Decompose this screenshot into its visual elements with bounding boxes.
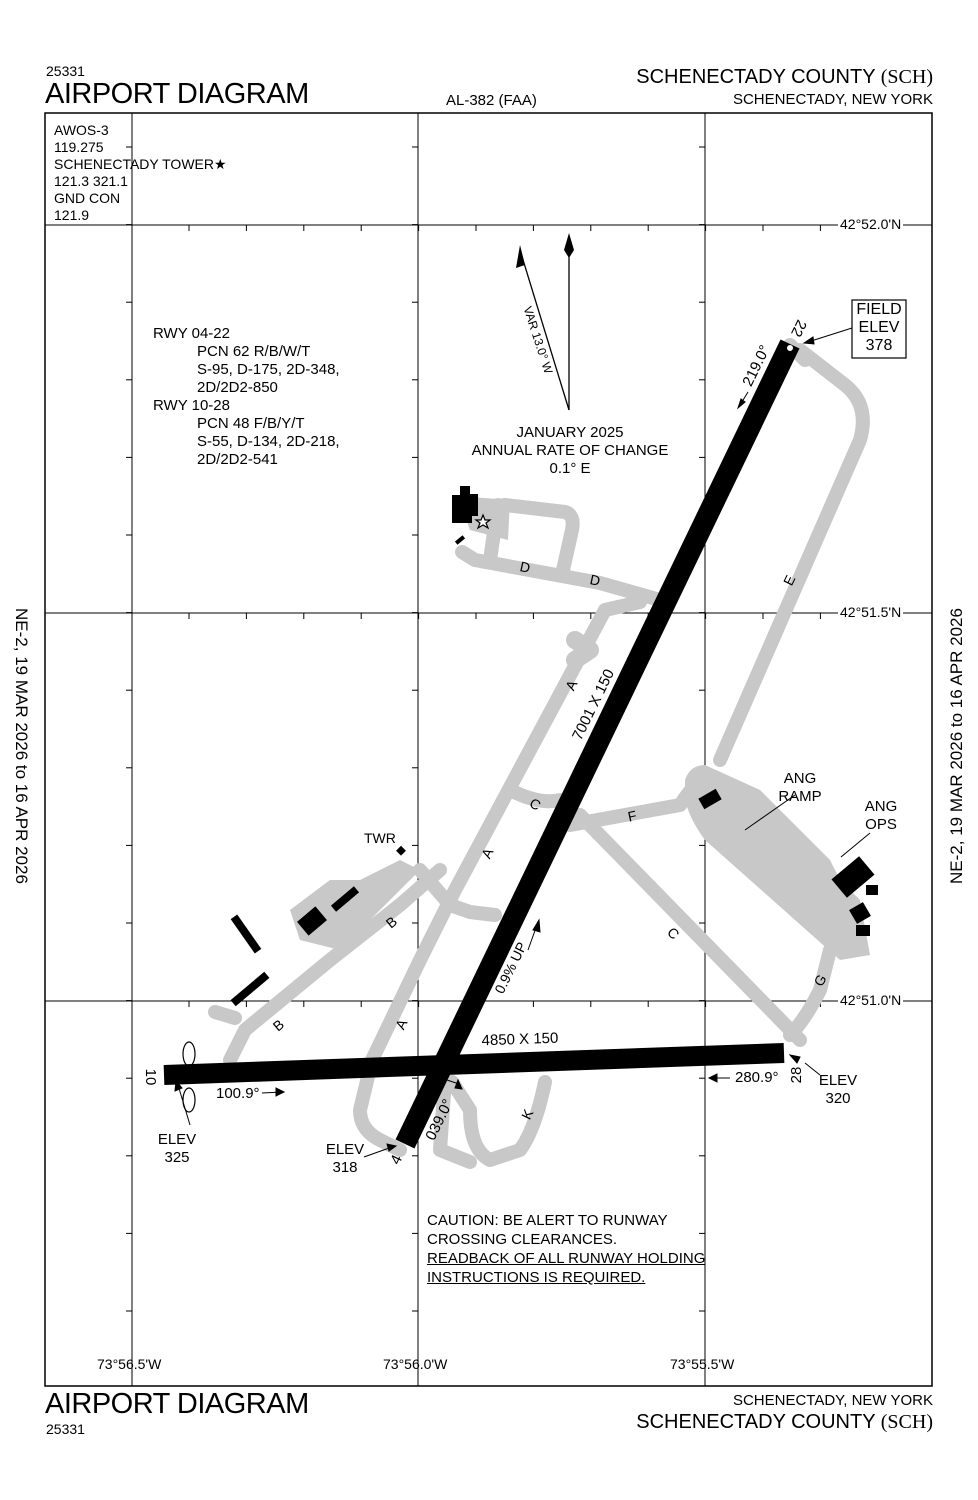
map-frame (44, 112, 933, 1387)
grid-ticks (126, 146, 879, 1312)
procedure-number-bottom: 25331 (46, 1421, 85, 1437)
field-elev-box (851, 299, 907, 359)
ang-ramp-line1: ANG (783, 770, 817, 787)
hdg-100: 100.9° (216, 1085, 260, 1102)
rwy-04-22-weights2: 2D/2D2-850 (197, 379, 278, 396)
airport-id: (SCH) (880, 66, 933, 88)
ground-freq: 121.9 (54, 207, 90, 223)
caution-line1: CAUTION: BE ALERT TO RUNWAY (427, 1212, 668, 1229)
magvar-date: JANUARY 2025 (516, 424, 624, 441)
lat-label-3: 42°51.0'N (838, 992, 904, 1009)
ground-label: GND CON (54, 190, 121, 206)
airport-id: (SCH) (880, 1411, 933, 1433)
elev-rwy-10: ELEV 325 (158, 1131, 196, 1167)
caution-note: CAUTION: BE ALERT TO RUNWAY CROSSING CLE… (427, 1211, 705, 1287)
elev-rwy-04: ELEV 318 (326, 1141, 364, 1177)
ang-ops-line2: OPS (865, 816, 897, 833)
lat-label-1: 42°52.0'N (838, 216, 904, 233)
location-bottom: SCHENECTADY, NEW YORK (732, 1392, 933, 1409)
comms-block: AWOS-3 119.275 SCHENECTADY TOWER★ 121.3 … (54, 122, 227, 224)
awos-freq: 119.275 (54, 139, 104, 155)
ang-ramp (685, 765, 870, 960)
runway-10-lighting-symbol (182, 1041, 196, 1113)
runway-04-22 (395, 339, 800, 1149)
runway-22-threshold-light (787, 345, 793, 351)
field-elev: FIELD ELEV 378 (856, 301, 901, 355)
taxiway-b-path (223, 863, 447, 1067)
procedure-number-top: 25331 (46, 63, 85, 79)
tower-freq: 121.3 321.1 (54, 173, 128, 189)
rwy-28-number: 28 (788, 1066, 805, 1084)
al-number: AL-382 (FAA) (446, 92, 537, 109)
runway-10-28 (163, 1043, 785, 1085)
elev-value: 318 (332, 1159, 358, 1176)
lat-lon-grid (45, 113, 932, 1386)
taxiway-k-path (445, 1075, 552, 1167)
buildings (230, 486, 878, 1007)
runway-data-block: RWY 04-22 PCN 62 R/B/W/T S-95, D-175, 2D… (153, 325, 340, 469)
chart-title-bottom: AIRPORT DIAGRAM (45, 1388, 309, 1420)
location-top: SCHENECTADY, NEW YORK (732, 91, 933, 108)
field-elev-label: FIELD (856, 301, 902, 318)
rwy-10-number: 10 (142, 1068, 159, 1086)
tower-label: SCHENECTADY TOWER★ (54, 156, 227, 172)
airport-name-text: SCHENECTADY COUNTY (636, 66, 876, 88)
elev-label: ELEV (818, 1072, 858, 1089)
magvar-rate: 0.1° E (549, 460, 591, 477)
magvar-block: JANUARY 2025 ANNUAL RATE OF CHANGE 0.1° … (472, 424, 669, 478)
rwy-10-28-dims: 4850 X 150 (481, 1029, 559, 1050)
rwy-04-22-label: RWY 04-22 (153, 325, 230, 342)
caution-line2: CROSSING CLEARANCES. (427, 1231, 618, 1248)
caution-line4: INSTRUCTIONS IS REQUIRED. (427, 1269, 646, 1286)
west-ramp (290, 860, 420, 950)
rwy-04-22-weights: S-95, D-175, 2D-348, (197, 361, 340, 378)
tower-star-icon: ★ (214, 156, 227, 172)
tower-star-icon (474, 513, 492, 530)
rwy-10-28-pcn: PCN 48 F/B/Y/T (197, 415, 305, 432)
taxiway-a-path (353, 595, 647, 1157)
taxiway-e-path (713, 343, 870, 767)
field-elev-value: 378 (865, 337, 893, 354)
rwy-10-28-weights2: 2D/2D2-541 (197, 451, 278, 468)
taxiway-c-path (573, 808, 807, 1047)
awos-label: AWOS-3 (54, 122, 109, 138)
elev-label: ELEV (325, 1141, 365, 1158)
ang-ops-line1: ANG (864, 798, 898, 815)
lon-label-1: 73°56.5'W (97, 1356, 162, 1372)
lon-label-2: 73°56.0'W (383, 1356, 448, 1372)
rwy-04-22-pcn: PCN 62 R/B/W/T (197, 343, 311, 360)
elev-label: ELEV (157, 1131, 197, 1148)
chart-title-top: AIRPORT DIAGRAM (45, 78, 309, 110)
rwy-10-28-weights: S-55, D-134, 2D-218, (197, 433, 340, 450)
lat-label-2: 42°51.5'N (838, 604, 904, 621)
elev-value: 320 (825, 1090, 851, 1107)
ang-ramp-line2: RAMP (778, 788, 822, 805)
magnetic-variation-arrows (516, 233, 574, 411)
hdg-280: 280.9° (735, 1069, 779, 1086)
rwy-10-28-label: RWY 10-28 (153, 397, 230, 414)
caution-line3: READBACK OF ALL RUNWAY HOLDING (427, 1250, 706, 1267)
elev-value: 325 (164, 1149, 190, 1166)
ang-ramp-label: ANG RAMP (778, 770, 821, 806)
ang-ops-label: ANG OPS (865, 798, 898, 834)
taxiway-d-path (455, 545, 667, 607)
lon-label-3: 73°55.5'W (670, 1356, 735, 1372)
airport-name-text: SCHENECTADY COUNTY (636, 1411, 876, 1433)
airport-name-bottom: SCHENECTADY COUNTY (SCH) (636, 1411, 933, 1434)
taxiway-g-path (783, 943, 837, 1042)
magvar-rate-label: ANNUAL RATE OF CHANGE (471, 442, 669, 459)
elev-rwy-28: ELEV 320 (819, 1072, 857, 1108)
taxiways-pavement (208, 338, 870, 1169)
twr-label: TWR (364, 830, 396, 846)
heading-arrows (174, 327, 871, 1158)
field-elev-label2: ELEV (858, 319, 900, 336)
airport-name-top: SCHENECTADY COUNTY (SCH) (636, 66, 933, 89)
